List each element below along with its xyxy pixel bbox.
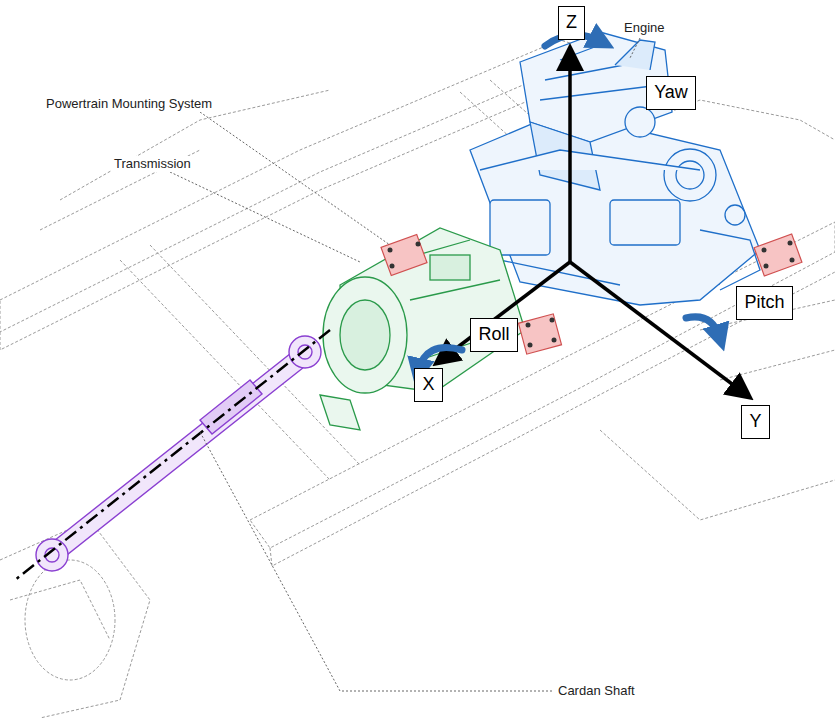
rotation-arrows	[418, 35, 720, 372]
transmission-drawing	[320, 228, 525, 430]
engine-drawing	[470, 32, 760, 305]
axis-label-box: Z	[558, 6, 585, 40]
axis-label: Y	[749, 411, 761, 433]
engine-mounts	[381, 234, 802, 354]
part-label: Transmission	[112, 156, 193, 172]
axis-label: Yaw	[654, 82, 688, 104]
chassis-frame	[0, 40, 835, 718]
axis-label-box: Y	[741, 405, 770, 439]
leader-lines	[170, 38, 640, 691]
part-label: Engine	[622, 20, 666, 36]
axis-label: Z	[566, 12, 577, 34]
axis-label: Pitch	[744, 292, 784, 314]
axis-label: X	[422, 374, 434, 396]
coordinate-axes	[438, 50, 748, 396]
shaft-centre-line	[15, 330, 330, 580]
part-label: Powertrain Mounting System	[44, 96, 214, 112]
part-label: Cardan Shaft	[556, 683, 637, 699]
axis-label-box: Yaw	[646, 76, 696, 110]
axis-label: Roll	[478, 324, 509, 346]
axis-label-box: Roll	[470, 318, 518, 352]
axis-label-box: Pitch	[736, 286, 793, 320]
axis-label-box: X	[414, 368, 443, 402]
